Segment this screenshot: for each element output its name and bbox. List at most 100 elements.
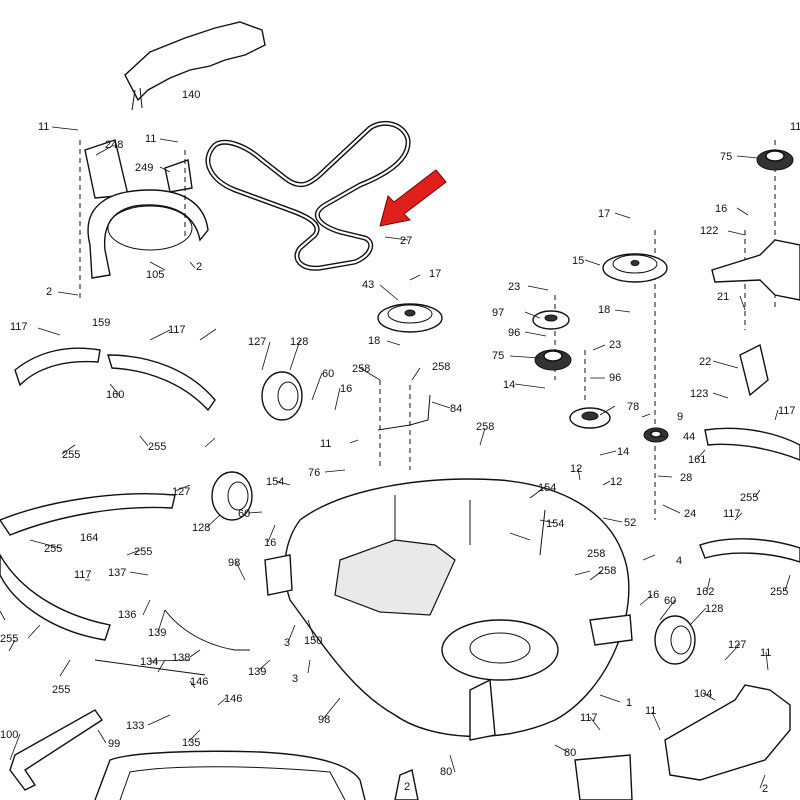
- callout-128: 128: [705, 603, 723, 615]
- callout-138: 138: [172, 652, 190, 664]
- callout-117: 117: [74, 569, 92, 581]
- part-75-idler: [534, 349, 572, 371]
- callout-128: 128: [192, 522, 210, 534]
- callout-146: 146: [190, 676, 208, 688]
- callout-60: 60: [664, 595, 676, 607]
- callout-16: 16: [340, 383, 352, 395]
- callout-255: 255: [44, 543, 62, 555]
- callout-255: 255: [148, 441, 166, 453]
- part-97-pulley: [532, 310, 570, 330]
- callout-11: 11: [38, 121, 49, 133]
- callout-96: 96: [609, 372, 621, 384]
- callout-14: 14: [617, 446, 629, 458]
- callout-22: 22: [699, 356, 711, 368]
- part-44-bearing: [643, 427, 669, 443]
- callout-258: 258: [352, 363, 370, 375]
- callout-labels: 140 11 248 11 249 27 105 2 2 117 159 117…: [0, 89, 800, 795]
- callout-80: 80: [564, 747, 576, 759]
- callout-258: 258: [587, 548, 605, 560]
- callout-16: 16: [647, 589, 659, 601]
- callout-122: 122: [700, 225, 718, 237]
- part-140-belt-guard: [124, 21, 266, 111]
- part-15-pulley: [602, 253, 668, 283]
- part-128-gauge-wheel-c: [654, 615, 696, 665]
- callout-127: 127: [728, 639, 746, 651]
- callout-104: 104: [694, 688, 712, 700]
- part-21-idler-arm: [711, 239, 800, 301]
- callout-98: 98: [228, 557, 240, 569]
- callout-12: 12: [570, 463, 582, 475]
- callout-17: 17: [598, 208, 610, 220]
- part-160-baffle: [107, 354, 216, 412]
- callout-100: 100: [0, 729, 18, 741]
- callout-135: 135: [182, 737, 200, 749]
- part-159-baffle: [14, 347, 101, 387]
- part-249-bracket: [164, 159, 193, 193]
- callout-84: 84: [450, 403, 462, 415]
- callout-255: 255: [770, 586, 788, 598]
- callout-139: 139: [148, 627, 166, 639]
- part-22-bracket: [739, 343, 769, 397]
- callout-123: 123: [690, 388, 708, 400]
- spindle-assembly: [394, 754, 633, 800]
- callout-105: 105: [146, 269, 164, 281]
- callout-27: 27: [400, 235, 412, 247]
- callout-16: 16: [715, 203, 727, 215]
- part-27-drive-belt: [205, 120, 411, 271]
- callout-134: 134: [140, 656, 158, 668]
- callout-11: 11: [760, 647, 771, 659]
- callout-14: 14: [503, 379, 515, 391]
- callout-78: 78: [627, 401, 639, 413]
- callout-44: 44: [683, 431, 695, 443]
- callout-28: 28: [680, 472, 692, 484]
- callout-98: 98: [318, 714, 330, 726]
- callout-2: 2: [46, 286, 52, 298]
- callout-133: 133: [126, 720, 144, 732]
- callout-255: 255: [134, 546, 152, 558]
- callout-60: 60: [322, 368, 334, 380]
- callout-117: 117: [778, 405, 796, 417]
- callout-43: 43: [362, 279, 374, 291]
- callout-137: 137: [108, 567, 126, 579]
- callout-23: 23: [508, 281, 520, 293]
- callout-11: 11: [145, 133, 156, 145]
- callout-150: 150: [304, 635, 322, 647]
- callout-146: 146: [224, 693, 242, 705]
- callout-117: 117: [580, 712, 598, 724]
- callout-154: 154: [538, 482, 556, 494]
- part-104-cover: [664, 684, 791, 781]
- callout-1: 1: [626, 697, 632, 709]
- callout-258: 258: [598, 565, 616, 577]
- callout-52: 52: [624, 517, 636, 529]
- callout-127: 127: [172, 486, 190, 498]
- callout-159: 159: [92, 317, 110, 329]
- part-78-pulley: [569, 407, 611, 429]
- part-161-baffle: [704, 427, 800, 461]
- callout-17: 17: [429, 268, 441, 280]
- part-75-idler-top: [756, 149, 794, 171]
- callout-76: 76: [308, 467, 320, 479]
- callout-161: 161: [688, 454, 706, 466]
- callout-139: 139: [248, 666, 266, 678]
- callout-21: 21: [717, 291, 729, 303]
- callout-12: 12: [610, 476, 622, 488]
- callout-75: 75: [492, 350, 504, 362]
- callout-60: 60: [238, 508, 250, 520]
- callout-2: 2: [762, 783, 768, 795]
- callout-127: 127: [248, 336, 266, 348]
- part-128-gauge-wheel-a: [261, 371, 303, 421]
- part-128-gauge-wheel-b: [211, 471, 253, 521]
- callout-11: 11: [645, 705, 656, 717]
- callout-117: 117: [10, 321, 28, 333]
- part-138-hose: [164, 609, 250, 651]
- callout-3: 3: [292, 673, 298, 685]
- callout-162: 162: [696, 586, 714, 598]
- callout-75: 75: [720, 151, 732, 163]
- part-134-rod: [94, 659, 206, 676]
- callout-255: 255: [52, 684, 70, 696]
- callout-9: 9: [677, 411, 683, 423]
- callout-4: 4: [676, 555, 682, 567]
- callout-128: 128: [290, 336, 308, 348]
- callout-3: 3: [284, 637, 290, 649]
